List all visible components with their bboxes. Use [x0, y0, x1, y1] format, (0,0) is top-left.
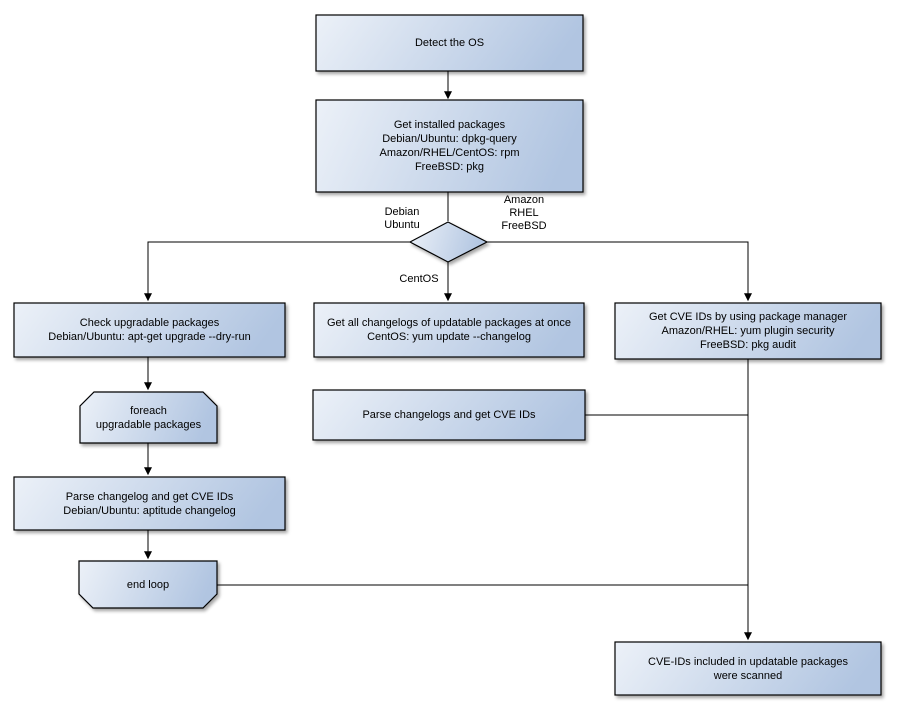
- parse-changelogs-shape: [312, 389, 586, 441]
- edge-decision-to-get-cve-ids: [487, 241, 752, 302]
- detect-os-shape: [315, 14, 584, 72]
- os-decision-diamond: [408, 221, 489, 263]
- cve-ids-scanned-shape: [614, 641, 882, 696]
- end-loop-shape: [78, 560, 218, 609]
- check-upgradable-packages-shape: [13, 302, 286, 358]
- edge-decision-to-check-upgradable: [144, 241, 410, 302]
- parse-changelog-shape: [13, 476, 286, 531]
- get-cve-ids-by-package-manager-shape: [614, 302, 882, 360]
- connector-edges: [144, 71, 752, 641]
- node-shapes: [13, 14, 882, 696]
- get-installed-packages-shape: [315, 99, 584, 193]
- get-all-changelogs-shape: [313, 302, 585, 358]
- foreach-loop-start-shape: [79, 391, 218, 444]
